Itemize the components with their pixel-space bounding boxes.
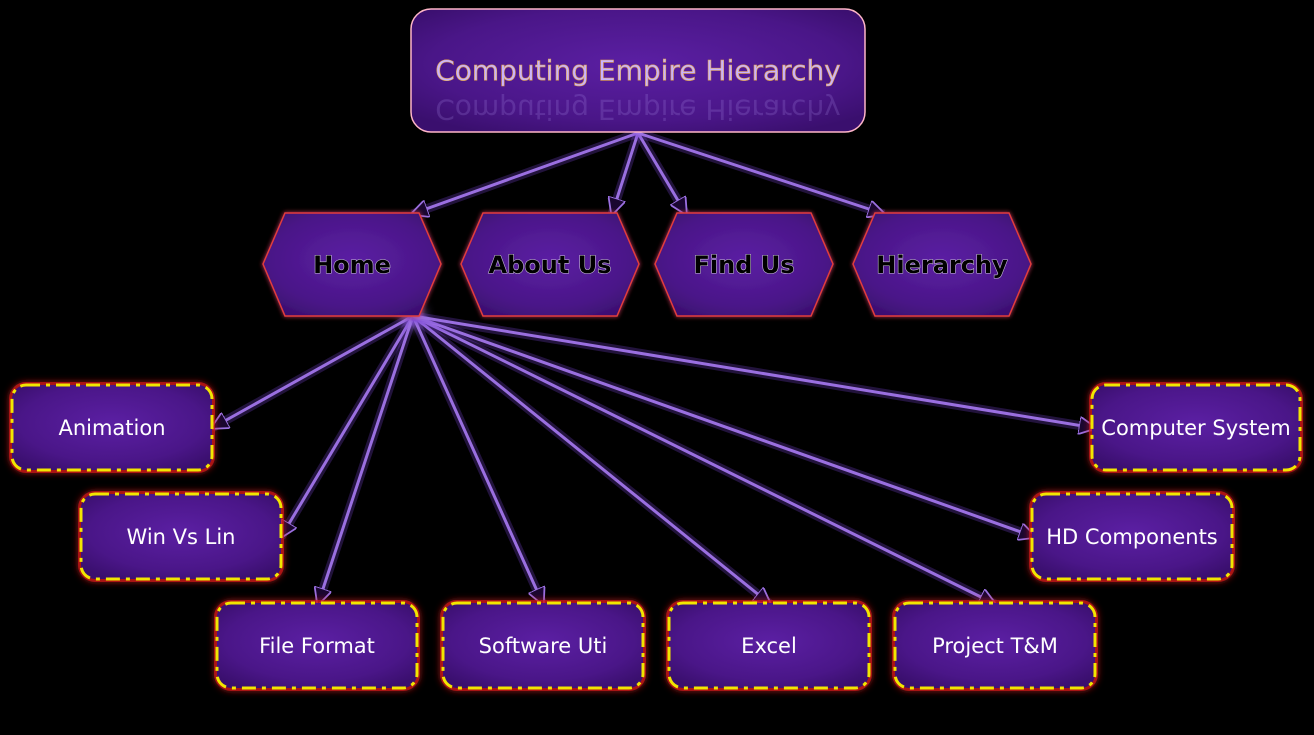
connector-home-win-vs-lin	[281, 315, 415, 537]
nav-home-node[interactable]: Home	[262, 212, 442, 317]
connector-root-home	[412, 131, 639, 214]
leaf-excel-node[interactable]: Excel	[666, 600, 872, 691]
home-connectors	[212, 311, 1095, 609]
connector-root-about	[612, 132, 640, 214]
connector-home-software-uti	[411, 315, 543, 604]
leaf-software-uti-label: Software Uti	[479, 634, 608, 658]
nav-about-label: About Us	[489, 251, 612, 279]
leaf-win-vs-lin-label: Win Vs Lin	[127, 525, 236, 549]
nav-about-node[interactable]: About Us	[460, 212, 640, 317]
connector-home-excel	[412, 314, 770, 604]
root-connectors	[412, 128, 884, 214]
nav-home-label: Home	[313, 251, 391, 279]
connector-home-animation	[212, 314, 414, 428]
connector-home-computer-system	[412, 314, 1095, 428]
leaf-animation-label: Animation	[58, 416, 165, 440]
connector-home-project-tm	[412, 314, 995, 604]
leaf-project-tm-node[interactable]: Project T&M	[892, 600, 1098, 691]
leaf-file-format-node[interactable]: File Format	[214, 600, 420, 691]
root-node: Computing Empire Hierarchy Computing Emp…	[410, 8, 866, 133]
root-title: Computing Empire Hierarchy	[435, 54, 841, 87]
nav-hierarchy-node[interactable]: Hierarchy	[852, 212, 1032, 317]
connector-home-hd-components	[412, 314, 1035, 537]
leaf-file-format-label: File Format	[259, 634, 375, 658]
leaf-computer-system-label: Computer System	[1101, 416, 1290, 440]
leaf-hd-components-label: HD Components	[1046, 525, 1218, 549]
leaf-computer-system-node[interactable]: Computer System	[1089, 382, 1303, 473]
connector-home-file-format	[318, 315, 415, 604]
nav-find-node[interactable]: Find Us	[654, 212, 834, 317]
connector-root-find	[636, 132, 686, 214]
leaf-animation-node[interactable]: Animation	[9, 382, 215, 473]
root-title-reflection: Computing Empire Hierarchy	[435, 93, 841, 126]
leaf-excel-label: Excel	[741, 634, 797, 658]
leaf-win-vs-lin-node[interactable]: Win Vs Lin	[78, 491, 284, 582]
leaf-project-tm-label: Project T&M	[932, 634, 1058, 658]
leaf-software-uti-node[interactable]: Software Uti	[440, 600, 646, 691]
nav-find-label: Find Us	[693, 251, 794, 279]
leaf-hd-components-node[interactable]: HD Components	[1029, 491, 1235, 582]
nav-hierarchy-label: Hierarchy	[876, 251, 1008, 279]
connector-root-hierarchy	[637, 131, 884, 214]
